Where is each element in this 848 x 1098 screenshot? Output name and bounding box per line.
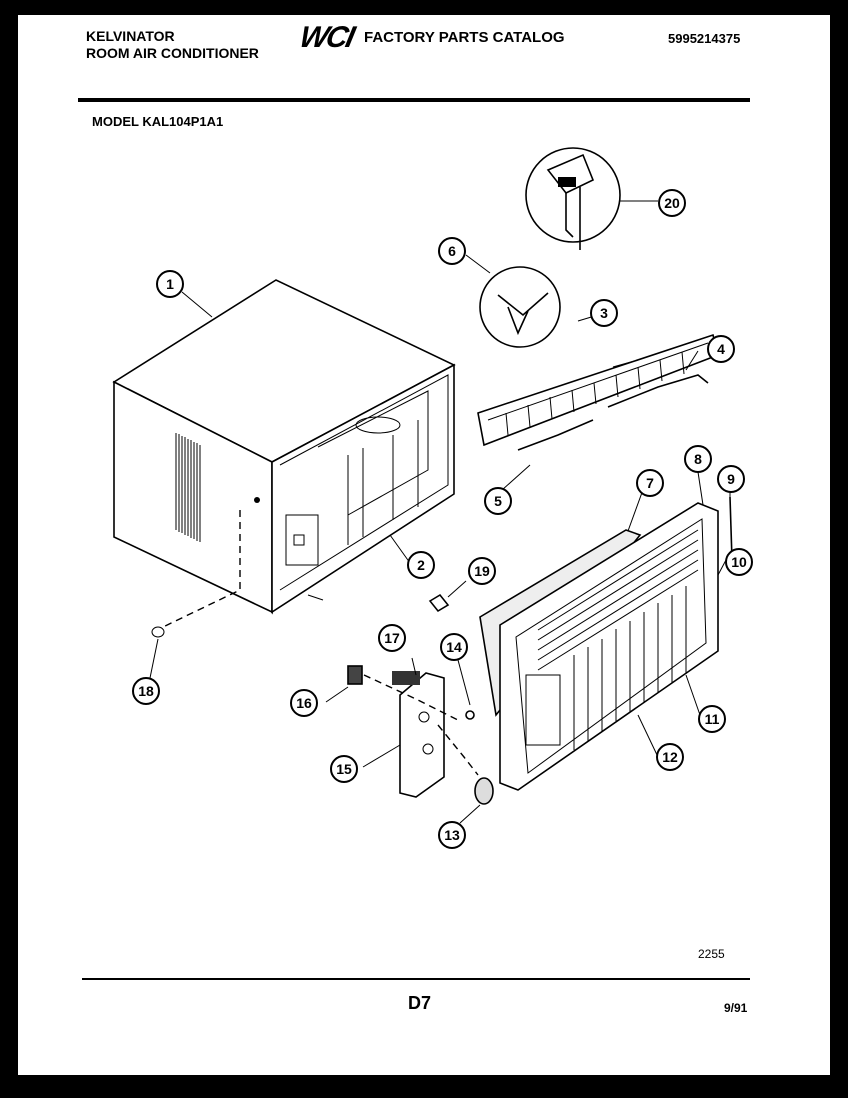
callout-20: 20 — [658, 189, 686, 217]
control-panel-assembly — [325, 657, 494, 824]
callout-9: 9 — [717, 465, 745, 493]
detail-6-inset — [465, 254, 561, 348]
svg-text:14: 14 — [446, 639, 462, 655]
callout-1: 1 — [156, 270, 184, 298]
callout-6: 6 — [438, 237, 466, 265]
louver-assembly — [477, 314, 719, 491]
svg-text:20: 20 — [664, 195, 680, 211]
header-rule — [78, 98, 750, 102]
callout-14: 14 — [440, 633, 468, 661]
svg-text:19: 19 — [474, 563, 490, 579]
side-grille — [175, 433, 201, 542]
callout-11: 11 — [698, 705, 726, 733]
model-line: MODEL KAL104P1A1 — [92, 114, 224, 129]
svg-text:16: 16 — [296, 695, 312, 711]
callout-4: 4 — [707, 335, 735, 363]
callout-3: 3 — [590, 299, 618, 327]
svg-text:11: 11 — [705, 711, 720, 727]
svg-text:2: 2 — [417, 557, 425, 573]
callout-10: 10 — [725, 548, 753, 576]
callout-16: 16 — [290, 689, 318, 717]
svg-text:17: 17 — [384, 630, 400, 646]
svg-text:9: 9 — [727, 471, 735, 487]
svg-text:8: 8 — [694, 451, 702, 467]
footer-rule — [82, 978, 750, 980]
callout-15: 15 — [330, 755, 358, 783]
detail-20-inset — [525, 147, 658, 250]
callout-7: 7 — [636, 469, 664, 497]
catalog-number: 5995214375 — [668, 31, 741, 46]
exploded-parts-diagram: 1 2 3 4 5 6 7 8 9 10 11 12 13 14 15 16 1… — [112, 147, 753, 849]
product-name: ROOM AIR CONDITIONER — [86, 45, 259, 61]
callout-8: 8 — [684, 445, 712, 473]
callout-13: 13 — [438, 821, 466, 849]
parts-catalog-sheet: KELVINATOR ROOM AIR CONDITIONER WCI FACT… — [18, 15, 830, 1075]
callout-5: 5 — [484, 487, 512, 515]
svg-text:1: 1 — [166, 276, 174, 292]
page-code: D7 — [408, 993, 432, 1013]
svg-text:13: 13 — [444, 827, 460, 843]
diagram-number: 2255 — [698, 947, 725, 961]
svg-text:4: 4 — [717, 341, 725, 357]
svg-text:10: 10 — [731, 554, 747, 570]
svg-text:7: 7 — [646, 475, 654, 491]
svg-text:5: 5 — [494, 493, 502, 509]
callout-19: 19 — [468, 557, 496, 585]
svg-text:6: 6 — [448, 243, 456, 259]
screw-18 — [151, 626, 165, 638]
callout-2: 2 — [407, 551, 435, 579]
catalog-title: FACTORY PARTS CATALOG — [364, 29, 565, 46]
callout-12: 12 — [656, 743, 684, 771]
svg-text:18: 18 — [138, 683, 154, 699]
svg-text:15: 15 — [336, 761, 352, 777]
brand-name: KELVINATOR — [86, 28, 175, 44]
svg-text:12: 12 — [662, 749, 678, 765]
cabinet-drawing — [112, 279, 456, 615]
svg-text:3: 3 — [600, 305, 608, 321]
revision-date: 9/91 — [724, 1001, 748, 1015]
callout-17: 17 — [378, 624, 406, 652]
callout-18: 18 — [132, 677, 160, 705]
front-panel-assembly — [479, 471, 733, 791]
part-19 — [428, 580, 467, 613]
